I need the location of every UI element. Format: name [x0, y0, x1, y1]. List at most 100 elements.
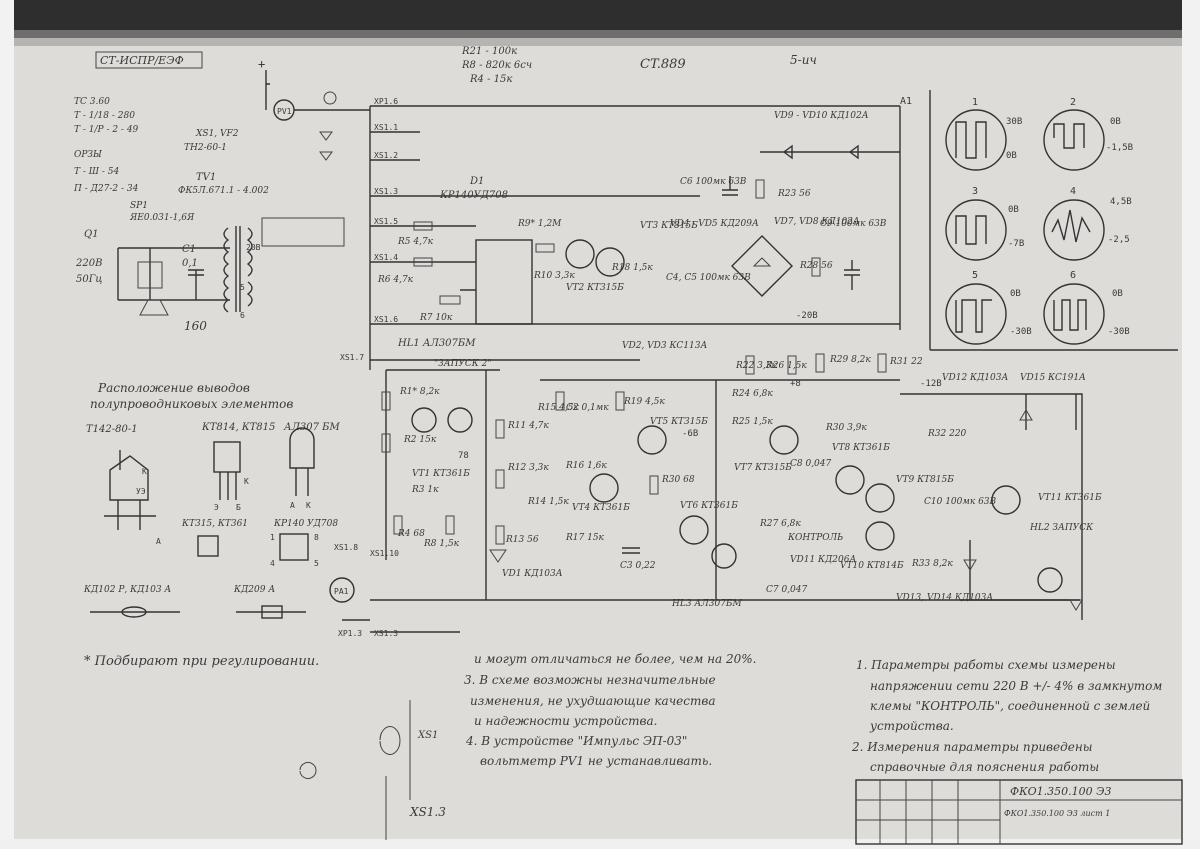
conn-xs13b: XS1.3 — [374, 629, 398, 638]
c6-label: С6 100мк 63В — [680, 177, 747, 187]
primary-winding — [223, 227, 230, 313]
rectifier-section: С6 100мк 63В R23 56 VD4 - VD5 КД209А VD9… — [611, 111, 900, 351]
conn-xs14: XS1.4 — [374, 253, 398, 262]
vd1-label: VD1 КД103А — [502, 569, 563, 579]
svg-text:Э: Э — [214, 503, 219, 512]
svg-text:К: К — [142, 467, 147, 476]
r5-body — [413, 221, 433, 231]
vt9-label: VT9 КТ815Б — [896, 475, 954, 485]
svg-text:30В: 30В — [1006, 117, 1022, 127]
hl3-label: HL3 АЛ307БМ — [671, 599, 743, 609]
rail-minus-20: -20В — [796, 311, 818, 321]
vd9-label: VD9 - VD10 КД102А — [774, 111, 869, 121]
vd12-label: VD12 КД103А — [942, 373, 1008, 383]
svg-text:6: 6 — [1070, 270, 1076, 281]
vt10-transistor — [865, 521, 895, 551]
note-line: и могут отличаться не более, чем на 20%. — [474, 652, 757, 666]
conn-xs13: XS1.3 — [374, 187, 398, 196]
paper-edge-bottom — [0, 839, 1200, 849]
hl-led — [447, 407, 473, 433]
xs1-spec: ТН2-60-1 — [184, 143, 227, 153]
c9-label: С9 100мк 63В — [820, 219, 887, 229]
al307-outline — [289, 427, 315, 496]
note-line: 4. В устройстве "Импульс ЭП-03" — [466, 734, 688, 748]
hand-note-160: 160 — [184, 319, 207, 333]
note-line: 1. Параметры работы схемы измерены — [856, 658, 1116, 672]
r24-label: R24 6,8к — [731, 389, 773, 399]
r27-label: R27 6,8к — [759, 519, 801, 529]
legend-line: Т - 1/18 - 280 — [74, 111, 135, 121]
d1-opamp: D1 КР140УД708 R9* 1,2М R5 4,7к R6 4,7к R… — [377, 176, 698, 325]
d1-body — [475, 239, 533, 325]
conn-xp17: XS1.7 — [340, 353, 364, 362]
transformer-tv1: TV1 ФК5Л.671.1 - 4.002 XS1, VF2 ТН2-60-1… — [129, 129, 345, 333]
vt8-label: VT8 КТ361Б — [832, 443, 890, 453]
right-stage: R22 3,3к R26 1,5к +8 R24 6,8к R25 1,5к V… — [731, 353, 1102, 620]
note-line: справочные для пояснения работы — [870, 760, 1100, 774]
c8-label: С8 0,047 — [790, 459, 832, 469]
r25-label: R25 1,5к — [731, 417, 773, 427]
pinout-title-2: полупроводниковых элементов — [90, 397, 293, 411]
r8-label: R8 1,5к — [423, 539, 460, 549]
conn-xp13: XP1.3 — [338, 629, 362, 638]
svg-text:5: 5 — [314, 559, 319, 568]
note-line: напряжении сети 220 В +/- 4% в замкнутом — [870, 679, 1163, 693]
rail-plus-8: +8 — [790, 379, 801, 389]
rail-minus-6: -6В — [682, 429, 698, 439]
note-line: клемы "КОНТРОЛЬ", соединенной с землей — [870, 699, 1151, 713]
waveform-4: 4 4,5В -2,5 — [1043, 186, 1132, 261]
pinout-kr140: КР140 УД708 — [273, 519, 338, 529]
hl1-label: HL1 АЛ307БМ — [397, 338, 476, 349]
paper-edge-left — [0, 0, 14, 849]
control-label: КОНТРОЛЬ — [787, 533, 843, 543]
vt10-label: VT10 КТ814Б — [840, 561, 904, 571]
q1-label: Q1 — [84, 229, 99, 240]
vd2vd3-label: VD2, VD3 КС113А — [622, 341, 707, 351]
vt5-transistor — [637, 425, 667, 455]
c7-label: С7 0,047 — [766, 585, 808, 595]
pinout-section: Расположение выводов полупроводниковых э… — [83, 381, 341, 619]
note-line: и надежности устройства. — [474, 714, 658, 728]
rail-78: 78 — [458, 451, 469, 461]
svg-text:4: 4 — [270, 559, 275, 568]
vt8-transistor — [835, 465, 865, 495]
svg-text:-7В: -7В — [1008, 239, 1024, 249]
r7-label: R7 10к — [419, 313, 453, 323]
hl2-label: HL2 ЗАПУСК — [1029, 523, 1094, 533]
svg-text:УЭ: УЭ — [136, 487, 146, 496]
r18-label: R18 1,5к — [611, 263, 653, 273]
svg-text:-2,5: -2,5 — [1108, 235, 1130, 245]
vt1-label: VT1 КТ361Б — [412, 469, 470, 479]
svg-text:К: К — [244, 477, 249, 486]
svg-text:-30В: -30В — [1108, 327, 1130, 337]
hl3-led — [711, 543, 737, 569]
svg-text:0В: 0В — [1008, 205, 1019, 215]
note-line: изменения, не ухудшающие качества — [470, 694, 716, 708]
r23-body — [755, 179, 765, 199]
mains-wires — [117, 247, 230, 301]
svg-text:0В: 0В — [1006, 151, 1017, 161]
note-line: 2. Измерения параметры приведены — [852, 740, 1093, 754]
vt2-label: VT2 КТ315Б — [566, 283, 624, 293]
r17-label: R17 15к — [565, 533, 605, 543]
conn-xs11: XS1.1 — [374, 123, 398, 132]
svg-text:-1,5В: -1,5В — [1106, 143, 1133, 153]
r16-label: R16 1,6к — [565, 461, 607, 471]
waveform-panel: 1 30В 0В 2 0В -1,5В 3 0В -7В 4 — [929, 90, 1178, 351]
r10-body — [535, 243, 555, 253]
top-rails: + PV1 XP1.6 XS1.1 XS1.2 XS1.3 XS1.5 XS1.… — [258, 57, 912, 370]
svg-text:0В: 0В — [1112, 289, 1123, 299]
top-note-5: 5-ич — [790, 53, 817, 67]
vd7-label: VD7, VD8 КД102А — [774, 217, 860, 227]
kd209-outline — [261, 605, 283, 619]
stamp-box — [95, 51, 203, 69]
r11-label: R11 4,7к — [507, 421, 549, 431]
vt11-label: VT11 КТ361Б — [1038, 493, 1102, 503]
legend-line: Т - Ш - 54 — [74, 167, 120, 177]
vd15-label: VD15 КС191А — [1020, 373, 1086, 383]
conn-xs15: XS1.5 — [374, 217, 398, 226]
svg-text:5: 5 — [972, 270, 978, 281]
plus-sign: + — [258, 57, 265, 71]
bottom-xs13: XS1.3 — [409, 805, 446, 819]
secondary-winding — [246, 227, 253, 307]
